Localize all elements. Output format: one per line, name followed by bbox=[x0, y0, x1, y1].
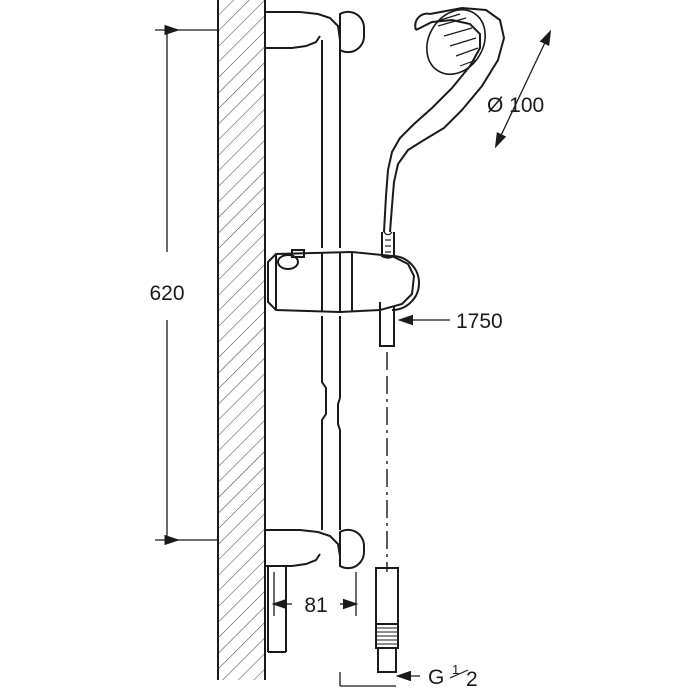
wall-section bbox=[217, 0, 266, 680]
dimension-rail-length-label: 620 bbox=[149, 282, 184, 305]
dimension-rail-length bbox=[155, 24, 218, 546]
dimension-wall-offset bbox=[271, 572, 359, 616]
dimension-wall-offset-label: 81 bbox=[304, 594, 327, 617]
dimension-thread-prefix-label: G bbox=[428, 666, 444, 689]
dimension-hose-length-label: 1750 bbox=[456, 310, 503, 333]
hand-shower-head bbox=[381, 6, 506, 259]
hose-end-fitting bbox=[375, 567, 399, 673]
dimension-head-diameter bbox=[494, 29, 552, 149]
dimension-thread-size bbox=[339, 670, 420, 687]
dimension-head-diameter-label: Ø 100 bbox=[487, 94, 544, 117]
dimension-thread-denominator-label: 2 bbox=[466, 668, 478, 691]
dimension-thread-numerator-label: 1 bbox=[452, 662, 459, 677]
shower-rail bbox=[265, 10, 366, 653]
hand-shower-holder bbox=[267, 249, 420, 347]
fraction-bar bbox=[449, 669, 469, 679]
